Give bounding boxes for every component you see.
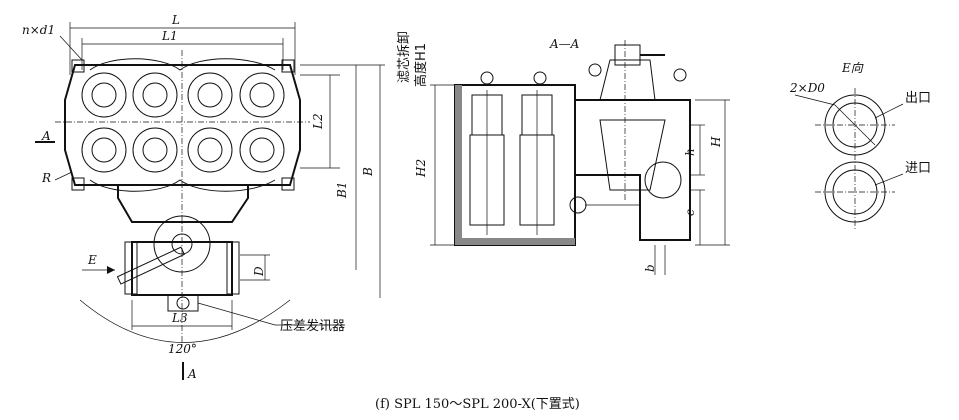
label-outlet: 出口 bbox=[905, 91, 931, 106]
dim-L3: L3 bbox=[171, 311, 188, 325]
e-view-title: E向 bbox=[841, 61, 864, 75]
dim-H: H bbox=[709, 136, 723, 148]
dim-c: c bbox=[683, 209, 697, 216]
dim-L2: L2 bbox=[311, 113, 325, 130]
dim-h: h bbox=[683, 148, 697, 156]
label-pressure-gauge: 压差发讯器 bbox=[280, 318, 345, 334]
dim-D: D bbox=[252, 266, 266, 277]
dim-B: B bbox=[361, 167, 375, 177]
label-holes: 2×D0 bbox=[789, 81, 825, 95]
label-remove-height: 滤芯拆卸 bbox=[396, 31, 412, 83]
figure-caption: (f) SPL 150～SPL 200-X(下置式) bbox=[375, 397, 580, 412]
dim-b: b bbox=[643, 264, 657, 272]
e-view: E向 2×D0 出口 进口 bbox=[789, 61, 931, 230]
dim-H2: H2 bbox=[414, 159, 428, 178]
section-mark-A: A bbox=[41, 129, 51, 143]
label-R: R bbox=[41, 171, 51, 185]
dim-L: L bbox=[171, 13, 180, 27]
filter-caps bbox=[81, 72, 285, 173]
arrow-E-label: E bbox=[87, 253, 97, 267]
label-remove-height-2: 高度H1 bbox=[413, 43, 429, 87]
label-inlet: 进口 bbox=[905, 161, 931, 176]
dim-L1: L1 bbox=[161, 29, 178, 43]
dim-B1: B1 bbox=[335, 182, 349, 199]
section-view: A—A 滤芯拆卸 高度H1 H2 bbox=[396, 31, 730, 275]
front-view: L L1 n×d1 A R bbox=[22, 13, 385, 381]
section-title: A—A bbox=[549, 37, 580, 51]
label-nd1: n×d1 bbox=[22, 23, 55, 37]
section-mark-A-bottom: A bbox=[187, 367, 197, 381]
dim-angle: 120° bbox=[168, 342, 197, 356]
